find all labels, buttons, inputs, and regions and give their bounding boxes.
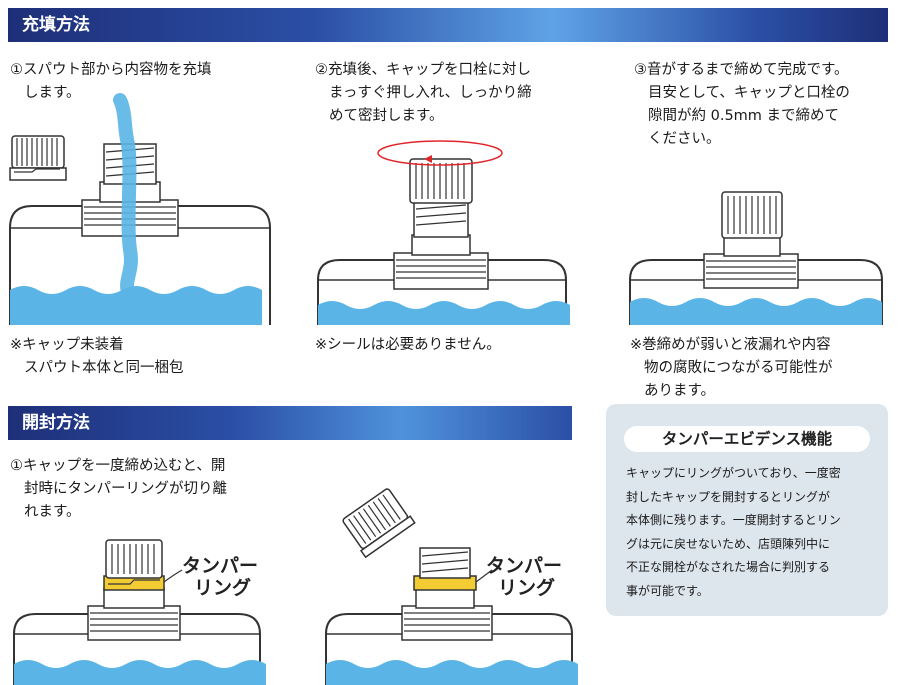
step-line: 目安として、キャップと口栓の — [648, 85, 850, 101]
filling-method-heading: 充填方法 — [8, 8, 888, 42]
filling-step-2: ②充填後、キャップを口栓に対し まっすぐ押し入れ、しっかり締 めて密封します。 — [315, 59, 532, 128]
tamper-evidence-panel: タンパーエビデンス機能 キャップにリングがついており、一度密 封したキャップを開… — [606, 404, 888, 616]
opening-method-heading: 開封方法 — [8, 406, 572, 440]
filling-illustration-1 — [9, 93, 271, 325]
body-line: グは元に戻せないため、店頭陳列中に — [626, 536, 831, 551]
label-line: リング — [498, 577, 556, 599]
filling-illustration-2 — [317, 140, 570, 325]
removed-cap-icon — [342, 488, 416, 559]
note-line: あります。 — [644, 383, 716, 399]
tamper-evidence-body: キャップにリングがついており、一度密 封したキャップを開封するとリングが 本体側… — [626, 462, 876, 603]
note-line: スパウト本体と同一梱包 — [24, 360, 184, 376]
body-line: 事が可能です。 — [626, 583, 709, 598]
step-line: します。 — [24, 85, 81, 101]
tamper-ring-label-opened: タンパー リング — [486, 555, 562, 599]
step-line: めて密封します。 — [329, 108, 444, 124]
note-line: ※巻締めが弱いと液漏れや内容 — [630, 337, 831, 353]
filling-note-3: ※巻締めが弱いと液漏れや内容 物の腐敗につながる可能性が あります。 — [630, 334, 833, 403]
label-line: タンパー — [486, 555, 563, 577]
step-line: 隙間が約 0.5mm まで締めて — [648, 108, 840, 124]
body-line: 封したキャップを開封するとリングが — [626, 489, 831, 504]
filling-step-3: ③音がするまで締めて完成です。 目安として、キャップと口栓の 隙間が約 0.5m… — [634, 59, 850, 151]
body-line: キャップにリングがついており、一度密 — [626, 466, 841, 480]
loose-cap-icon — [9, 135, 67, 181]
note-line: ※キャップ未装着 — [10, 337, 124, 353]
opening-illustration-opened — [325, 488, 578, 685]
filling-note-1: ※キャップ未装着 スパウト本体と同一梱包 — [10, 334, 184, 380]
step-line: ①スパウト部から内容物を充填 — [10, 62, 212, 78]
tamper-evidence-title: タンパーエビデンス機能 — [624, 426, 870, 452]
body-line: 本体側に残ります。一度開封するとリン — [626, 513, 841, 527]
rotation-arrow-icon — [377, 140, 503, 166]
label-line: タンパー — [182, 555, 259, 577]
step-line: ください。 — [648, 131, 721, 147]
step-line: 封時にタンパーリングが切り離 — [24, 481, 227, 497]
step-line: まっすぐ押し入れ、しっかり締 — [329, 85, 532, 101]
filling-illustration-3 — [629, 191, 883, 325]
filling-note-2: ※シールは必要ありません。 — [315, 334, 501, 357]
tamper-ring-label-sealed: タンパー リング — [182, 555, 258, 599]
step-line: ①キャップを一度締め込むと、開 — [10, 458, 226, 474]
opening-step-1: ①キャップを一度締め込むと、開 封時にタンパーリングが切り離 れます。 — [10, 455, 227, 524]
step-line: ②充填後、キャップを口栓に対し — [315, 62, 531, 78]
filling-step-1: ①スパウト部から内容物を充填 します。 — [10, 59, 212, 105]
step-line: ③音がするまで締めて完成です。 — [634, 62, 849, 78]
body-line: 不正な開栓がなされた場合に判別する — [626, 560, 831, 574]
label-line: リング — [194, 577, 252, 599]
opening-illustration-sealed — [13, 539, 266, 685]
step-line: れます。 — [24, 504, 81, 520]
note-line: 物の腐敗につながる可能性が — [644, 360, 833, 376]
note-line: ※シールは必要ありません。 — [315, 337, 501, 353]
